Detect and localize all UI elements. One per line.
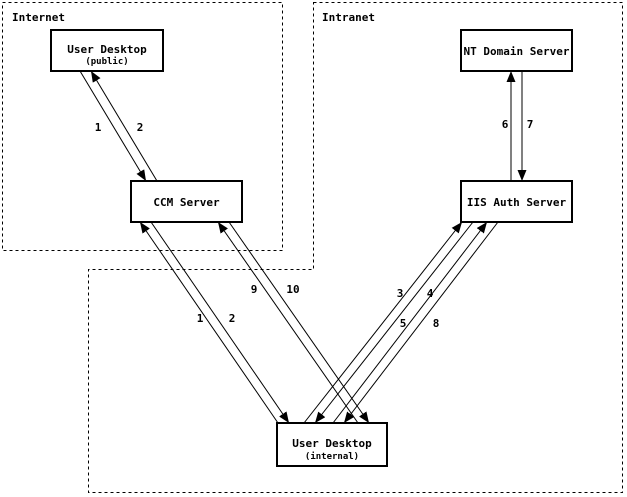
node-iis-auth-server: IIS Auth Server xyxy=(460,180,573,223)
internet-region-border xyxy=(2,2,283,251)
iis-auth-server-box xyxy=(460,180,573,223)
node-user-desktop-internal: User Desktop (internal) xyxy=(276,422,388,467)
edge-label-5: 5 xyxy=(400,317,407,330)
user-desktop-public-box xyxy=(50,29,164,72)
edge-internal-desktop-ccm-9-10: 9 10 xyxy=(217,221,370,424)
edge-line-4-iis-to-internal xyxy=(314,221,474,424)
intranet-region-label: Intranet xyxy=(322,11,375,24)
edge-line-5-internal-to-iis xyxy=(332,221,488,424)
edge-line-3-internal-to-iis xyxy=(303,221,463,424)
edge-line-9-internal-to-ccm xyxy=(217,221,359,424)
edge-internal-desktop-iis-3-4: 3 4 xyxy=(303,221,474,424)
user-desktop-internal-sublabel: (internal) xyxy=(305,451,359,462)
edge-label-9: 9 xyxy=(251,283,258,296)
edge-internal-desktop-iis-5-8: 5 8 xyxy=(332,221,499,424)
user-desktop-public-label: User Desktop xyxy=(67,43,147,56)
edge-nt-domain-iis-6-7: 6 7 xyxy=(502,71,534,181)
edge-label-2-internal: 2 xyxy=(229,312,236,325)
edge-internal-desktop-ccm-1-2: 1 2 xyxy=(139,221,290,424)
edge-label-4: 4 xyxy=(427,287,434,300)
edge-label-1-public: 1 xyxy=(95,121,102,134)
iis-auth-server-label: IIS Auth Server xyxy=(467,196,567,209)
edge-public-desktop-ccm: 1 2 xyxy=(79,70,158,182)
edge-line-8-iis-to-internal xyxy=(343,221,499,424)
internet-region-label: Internet xyxy=(12,11,65,24)
ccm-server-box xyxy=(130,180,243,223)
edge-label-6: 6 xyxy=(502,118,509,131)
edge-label-1-internal: 1 xyxy=(197,312,204,325)
edge-label-8: 8 xyxy=(433,317,440,330)
edge-label-3: 3 xyxy=(397,287,404,300)
user-desktop-internal-box xyxy=(276,422,388,467)
edge-line-1-public-to-ccm xyxy=(79,70,147,182)
edge-label-7: 7 xyxy=(527,118,534,131)
nt-domain-server-box xyxy=(460,29,573,72)
node-ccm-server: CCM Server xyxy=(130,180,243,223)
edge-line-2-ccm-to-internal xyxy=(150,221,290,424)
user-desktop-internal-label: User Desktop xyxy=(292,437,372,450)
user-desktop-public-sublabel: (public) xyxy=(85,56,128,67)
intranet-region-border xyxy=(88,2,623,493)
nt-domain-server-label: NT Domain Server xyxy=(464,45,570,58)
edge-line-2-ccm-to-public xyxy=(90,70,158,182)
edge-label-2-public: 2 xyxy=(137,121,144,134)
edge-line-1-internal-to-ccm xyxy=(139,221,279,424)
edge-label-10: 10 xyxy=(286,283,299,296)
ccm-server-label: CCM Server xyxy=(153,196,220,209)
edge-line-10-ccm-to-internal xyxy=(228,221,370,424)
node-nt-domain-server: NT Domain Server xyxy=(460,29,573,72)
node-user-desktop-public: User Desktop (public) xyxy=(50,29,164,72)
